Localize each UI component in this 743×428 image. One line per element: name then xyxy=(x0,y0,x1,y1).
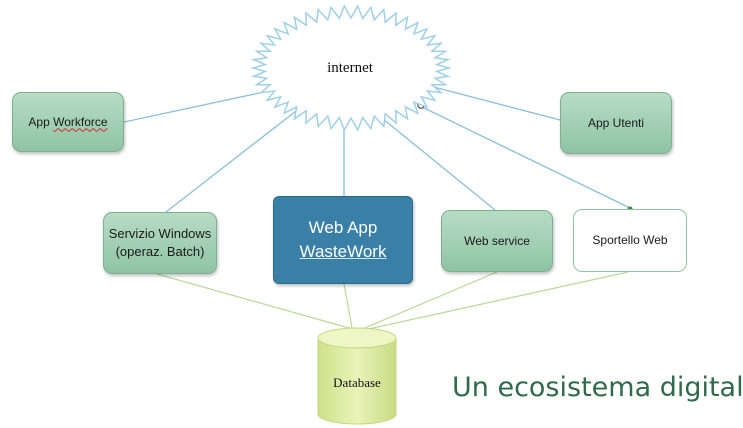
database-label: Database xyxy=(333,375,381,390)
sportello-web-node: Sportello Web xyxy=(573,209,687,272)
internet-cloud-shape xyxy=(250,4,452,132)
database-cylinder xyxy=(317,327,397,425)
internet-label: internet xyxy=(327,60,373,76)
connector-internet-sportello-web xyxy=(419,105,631,209)
connector-db-sportello-web xyxy=(363,271,629,331)
app-workforce-label: App Workforce xyxy=(28,115,107,130)
servizio-windows-label-line1: Servizio Windows xyxy=(108,226,212,241)
web-service-node: Web service xyxy=(441,210,553,272)
connector-internet-web-service xyxy=(371,109,496,211)
web-app-label-line2: WasteWork xyxy=(299,242,387,261)
app-workforce-text: App Workforce xyxy=(28,114,108,129)
web-app-label-line1: Web App xyxy=(308,218,378,237)
connector-db-servizio-windows xyxy=(156,273,357,331)
app-utenti-label: App Utenti xyxy=(587,115,645,130)
connector-internet-app-utenti xyxy=(429,85,561,121)
spellcheck-underline: Workforce xyxy=(53,114,108,129)
connector-db-web-app xyxy=(343,283,353,329)
web-app-node: Web App WasteWork xyxy=(273,196,413,284)
app-workforce-node: App Workforce xyxy=(12,92,124,152)
servizio-windows-label-line2: (operaz. Batch) xyxy=(115,244,205,259)
app-utenti-node: App Utenti xyxy=(560,92,672,154)
connector-db-web-service xyxy=(359,271,498,331)
sportello-web-label: Sportello Web xyxy=(592,233,668,247)
servizio-windows-node: Servizio Windows (operaz. Batch) xyxy=(103,212,217,274)
page-title: Un ecosistema digitale xyxy=(452,372,743,403)
connector-internet-servizio-windows xyxy=(165,103,306,213)
web-service-label: Web service xyxy=(464,233,530,248)
